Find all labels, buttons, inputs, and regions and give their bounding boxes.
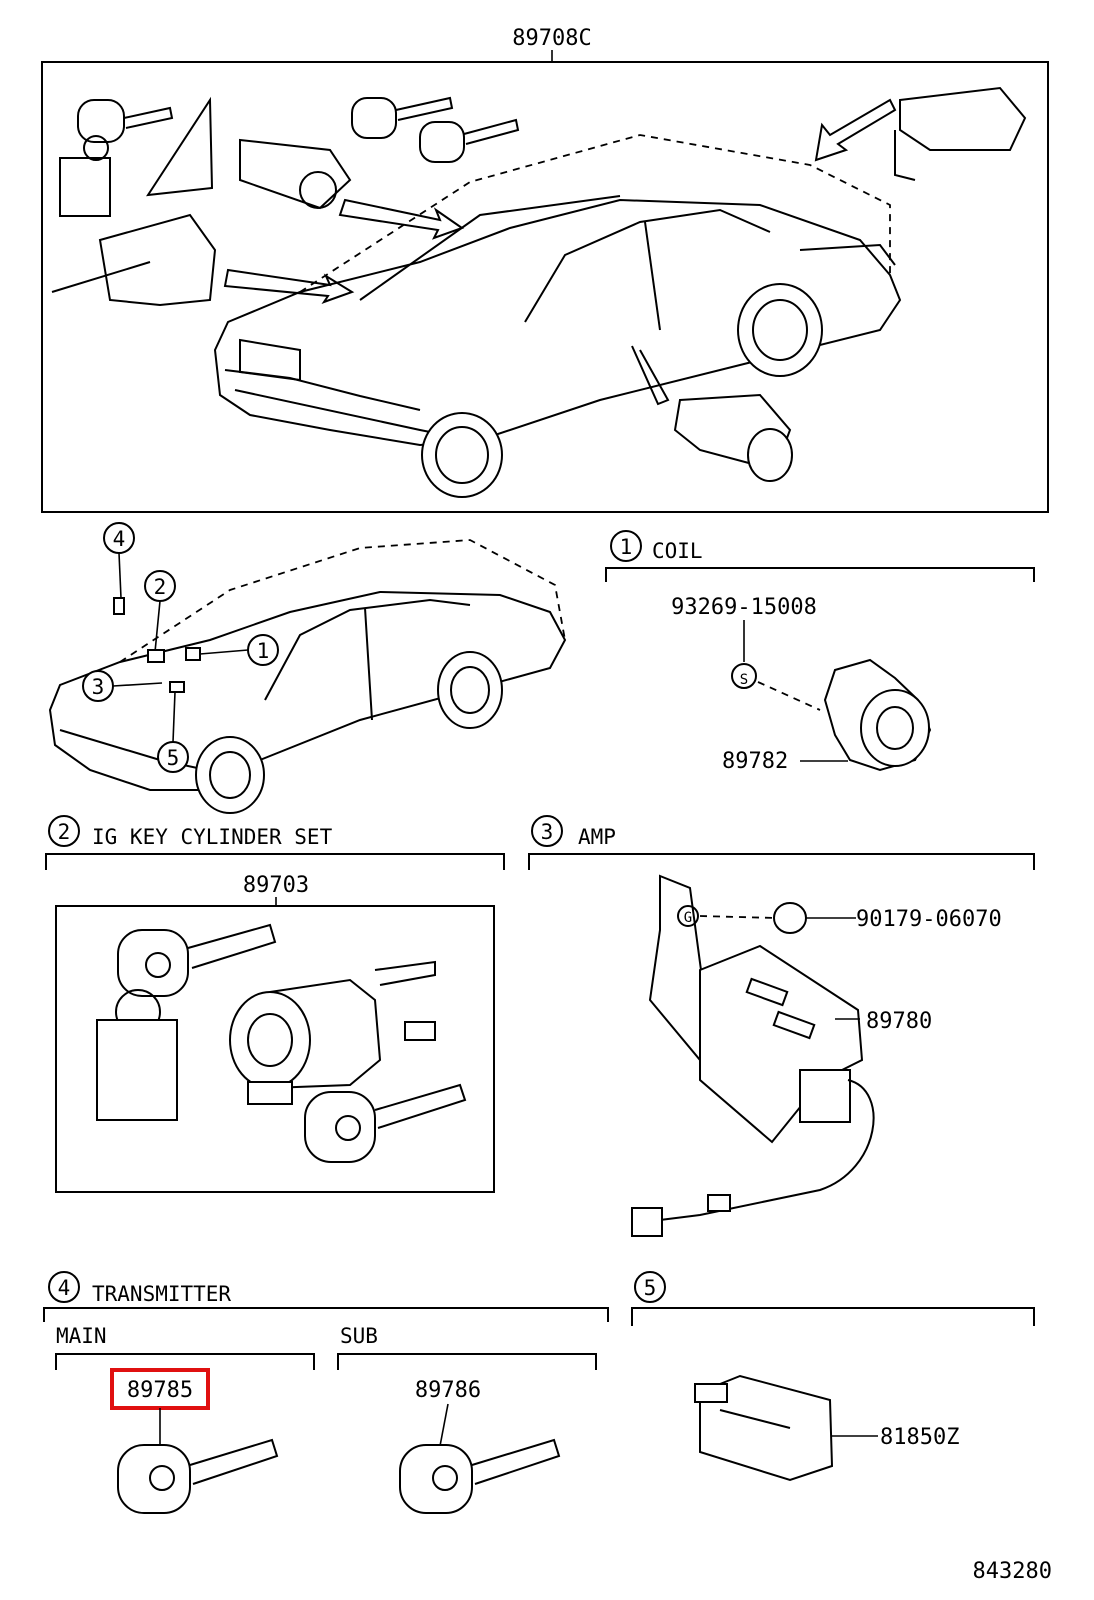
- part-81850Z[interactable]: 81850Z: [880, 1425, 959, 1450]
- section-transmitter: 4 TRANSMITTER MAIN SUB 89785 89786: [43, 1271, 609, 1514]
- locator-car-illustration: [48, 539, 567, 814]
- callout-2[interactable]: 2: [154, 575, 167, 599]
- part-89786[interactable]: 89786: [415, 1378, 481, 1403]
- mark-s: S: [740, 672, 748, 688]
- section-ig-key-number: 2: [58, 820, 71, 844]
- part-89785[interactable]: 89785: [127, 1378, 193, 1403]
- section-5-number: 5: [644, 1276, 657, 1300]
- callout-4[interactable]: 4: [113, 527, 126, 551]
- locator-callouts: 4 2 1 3 5: [82, 522, 279, 773]
- section-5: 5 81850Z: [631, 1271, 1035, 1482]
- transmitter-main-label: MAIN: [56, 1324, 107, 1348]
- part-89703[interactable]: 89703: [243, 873, 309, 898]
- part-93269-15008[interactable]: 93269-15008: [671, 595, 817, 620]
- section-ig-key-title: IG KEY CYLINDER SET: [92, 825, 333, 849]
- ig-key-set-box: [55, 905, 495, 1193]
- callout-1[interactable]: 1: [257, 639, 270, 663]
- section-transmitter-number: 4: [58, 1276, 71, 1300]
- top-panel-frame: [41, 61, 1049, 513]
- top-arrows: [223, 98, 897, 406]
- section-coil-number: 1: [620, 535, 633, 559]
- figure-number: 843280: [973, 1559, 1052, 1584]
- part-89782[interactable]: 89782: [722, 749, 788, 774]
- mark-g: G: [684, 910, 692, 926]
- section-amp-title: AMP: [578, 825, 616, 849]
- section-coil-title: COIL: [652, 539, 703, 563]
- section-amp-number: 3: [541, 820, 554, 844]
- part-90179-06070[interactable]: 90179-06070: [856, 907, 1002, 932]
- top-part-number[interactable]: 89708C: [512, 26, 591, 51]
- section-ig-key: 2 IG KEY CYLINDER SET 89703: [45, 815, 505, 1193]
- section-coil: 1 COIL 93269-15008 S 89782: [605, 530, 1035, 774]
- part-89780[interactable]: 89780: [866, 1009, 932, 1034]
- callout-5[interactable]: 5: [167, 746, 180, 770]
- section-transmitter-title: TRANSMITTER: [92, 1282, 231, 1306]
- top-keys-and-cylinders: [51, 86, 1027, 482]
- top-car-illustration: [213, 134, 902, 498]
- section-amp: 3 AMP G 90179-06070 89780: [528, 815, 1035, 1237]
- callout-3[interactable]: 3: [92, 675, 105, 699]
- transmitter-sub-label: SUB: [340, 1324, 378, 1348]
